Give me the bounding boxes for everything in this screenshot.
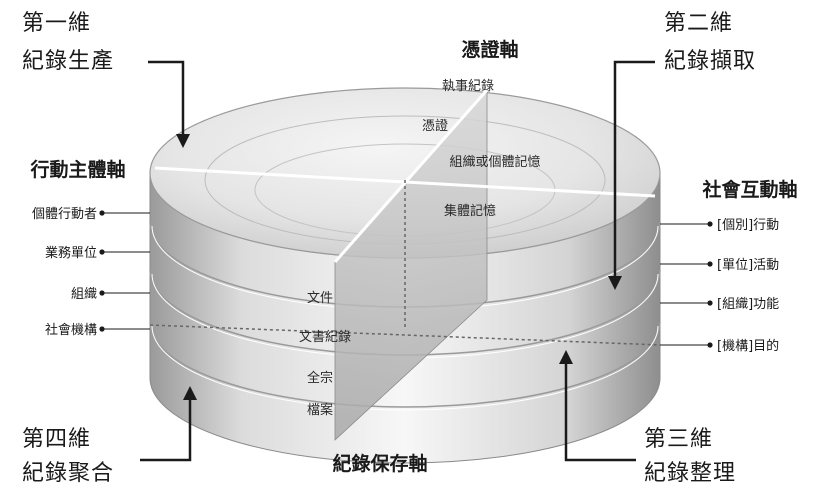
cylinder [149, 87, 661, 464]
dim4-line1: 第四維 [22, 427, 91, 452]
actor-labels: 個體行動者 業務單位 組織 社會機構 [32, 207, 150, 338]
dimension-2: 第二維 紀錄擷取 [608, 11, 756, 290]
transactional-labels: [個別]行動 [單位]活動 [組織]功能 [機構]目的 [660, 218, 779, 354]
dim2-arrowhead [608, 276, 622, 290]
evidential-label-1: 執事紀錄 [442, 78, 494, 94]
layer-band-3-highlight [151, 325, 659, 411]
evidential-label-2: 憑證 [422, 118, 448, 134]
dim2-line1: 第二維 [664, 11, 733, 36]
dashed-horizontal [149, 324, 661, 346]
dimension-1: 第一維 紀錄生產 [22, 11, 190, 148]
recordkeeping-label-3: 全宗 [307, 370, 333, 386]
dim1-line2: 紀錄生產 [22, 49, 114, 74]
axis-transactional: 社會互動軸 [701, 178, 797, 201]
axis-evidential: 憑證軸 [461, 38, 518, 61]
top-cross-line-2 [333, 89, 489, 263]
recordkeeping-label-1: 文件 [307, 291, 333, 306]
recordkeeping-labels: 文件 文書紀錄 全宗 檔案 [299, 291, 351, 418]
trans-label-4: [機構]目的 [717, 338, 779, 354]
dim3-arrow [564, 362, 636, 462]
actor-label-2: 業務單位 [45, 245, 97, 261]
trans-label-2: [單位]活動 [717, 258, 779, 273]
dim1-line1: 第一維 [22, 11, 91, 36]
axis-recordkeeping: 紀錄保存軸 [332, 452, 427, 475]
dim2-line2: 紀錄擷取 [664, 49, 756, 74]
evidential-label-4: 集體記憶 [444, 203, 496, 219]
recordkeeping-label-2: 文書紀錄 [299, 330, 351, 345]
dim2-arrow [613, 60, 655, 278]
recordkeeping-label-4: 檔案 [307, 403, 333, 418]
actor-label-1: 個體行動者 [32, 207, 97, 222]
dim4-arrow [140, 398, 192, 462]
layer-band-3 [149, 321, 661, 408]
dim3-line1: 第三維 [644, 427, 713, 452]
dim3-arrowhead [559, 350, 573, 364]
dim1-arrowhead [176, 134, 190, 148]
trans-label-1: [個別]行動 [717, 218, 779, 233]
dimension-3: 第三維 紀錄整理 [559, 350, 736, 486]
evidential-labels: 執事紀錄 憑證 組織或個體記憶 集體記憶 [422, 78, 541, 219]
dim3-line2: 紀錄整理 [644, 461, 736, 486]
actor-label-4: 社會機構 [45, 322, 97, 338]
dim4-arrowhead [183, 386, 197, 400]
axis-actor: 行動主體軸 [29, 158, 125, 181]
dim1-arrow [148, 60, 185, 136]
trans-label-3: [組織]功能 [717, 297, 779, 312]
dimension-4: 第四維 紀錄聚合 [22, 386, 197, 486]
evidential-label-3: 組織或個體記憶 [449, 154, 540, 170]
dim4-line2: 紀錄聚合 [22, 461, 114, 486]
actor-label-3: 組織 [71, 287, 97, 302]
